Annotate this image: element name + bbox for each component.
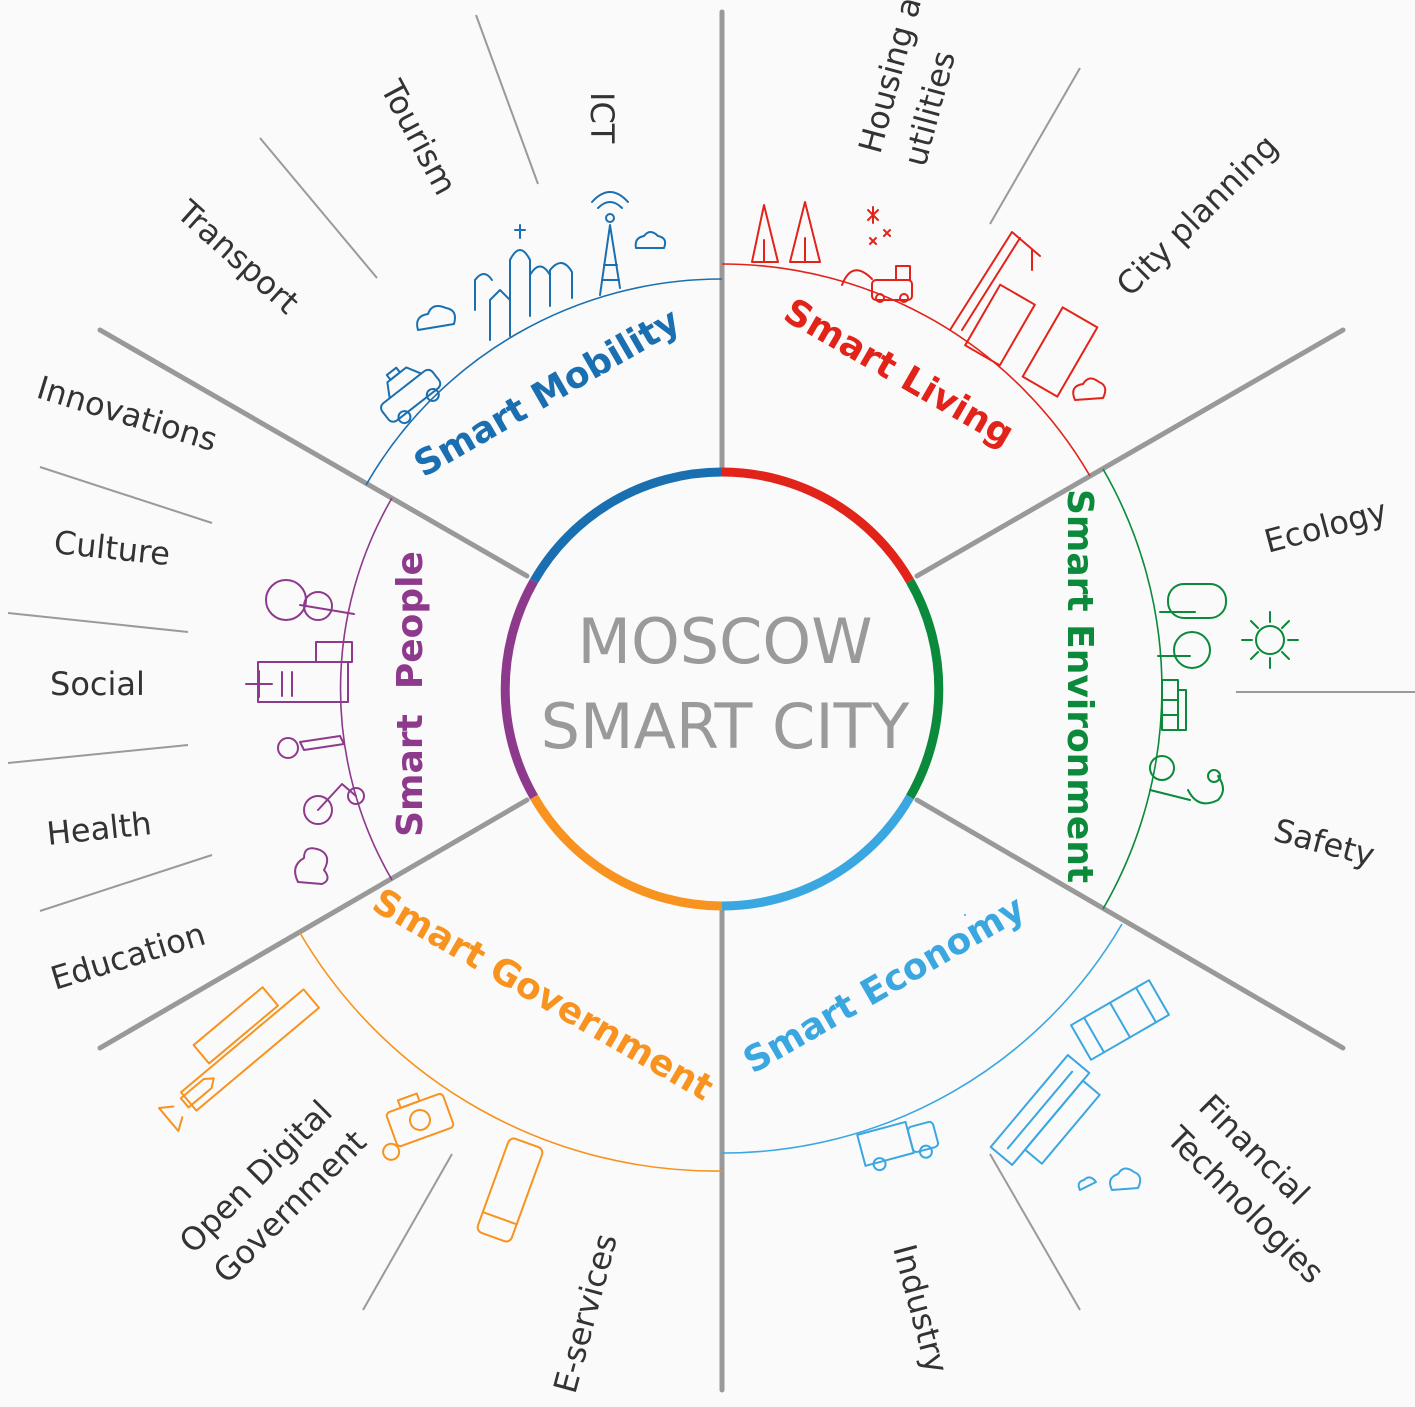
economy-icons [856, 979, 1170, 1191]
trees-icon [751, 201, 821, 263]
divider-social-health [7, 744, 189, 764]
label-transport: Transport [169, 192, 307, 321]
outer-arc-living [721, 263, 1091, 477]
label-health: Health [45, 804, 153, 853]
cathedral-icon [474, 224, 573, 341]
hospital-icon [245, 641, 353, 703]
divider-ict-tourism [475, 14, 539, 185]
tree-icon [1157, 583, 1227, 669]
crane-icon [949, 231, 1041, 331]
sector-title-government: Smart Government [366, 881, 720, 1109]
cyclist-icon [277, 735, 365, 825]
divider-top-right [914, 327, 1346, 579]
phone-icon [476, 1137, 544, 1243]
sector-title-economy: Smart Economy [737, 888, 1032, 1082]
flag-icon [158, 986, 320, 1133]
label-social: Social [50, 665, 145, 703]
living-icons [751, 201, 1107, 401]
sector-title-mobility: Smart Mobility [407, 300, 687, 485]
label-city-planning: City planning [1109, 127, 1286, 304]
snowplow-icon [841, 265, 913, 303]
buildings-icon [964, 283, 1107, 401]
divider-culture-social [7, 612, 189, 633]
label-eservices: E-services [546, 1230, 625, 1397]
cloud-icon [416, 231, 667, 331]
factory-icon [1070, 979, 1170, 1061]
outer-arc-environment [1102, 468, 1163, 910]
sector-title-living: Smart Living [777, 291, 1021, 455]
outer-arc-mobility [365, 278, 723, 486]
ring-arc-government [530, 794, 723, 911]
sector-dividers [97, 9, 1346, 1393]
people-icons [245, 579, 365, 885]
sun-icon [1241, 611, 1299, 669]
sector-title-people: Smart People [390, 551, 431, 837]
ring-arc-living [721, 467, 914, 584]
label-tourism: Tourism [372, 73, 464, 201]
label-safety: Safety [1270, 811, 1379, 874]
divider-fintech-industry [989, 1153, 1081, 1311]
bench-icon [1161, 679, 1187, 731]
divider-bottom-left [97, 797, 530, 1051]
category-dividers [7, 14, 1415, 1311]
outer-arcs [299, 263, 1163, 1172]
ring-arc-economy [721, 794, 914, 911]
sector-title-environment: Smart Environment [1059, 489, 1100, 883]
decorative-dot [964, 914, 966, 916]
ring-arc-people [500, 578, 538, 800]
center-title-line1: MOSCOW [577, 605, 872, 678]
divider-innovations-culture [39, 466, 213, 524]
tree-icon [265, 579, 355, 621]
label-culture: Culture [52, 523, 172, 573]
cloud-icon [294, 847, 329, 885]
snowflake-icon [867, 206, 891, 245]
label-ict: ICT [583, 92, 621, 144]
divider-health-education [39, 854, 213, 912]
skyscraper-icon [989, 1054, 1101, 1166]
outer-arc-people [339, 497, 393, 881]
divider-top-left [97, 327, 530, 579]
taxi-icon [380, 366, 442, 425]
pen-icon [179, 1077, 215, 1109]
ring-arc-environment [906, 578, 944, 800]
truck-icon [856, 1120, 940, 1172]
center-ring [500, 467, 944, 911]
outer-arc-economy [721, 923, 1123, 1154]
divider-bottom-right [914, 797, 1346, 1051]
face-icon [1149, 755, 1224, 805]
divider-housing-city [989, 67, 1081, 225]
divider-tourism-transport [259, 137, 378, 279]
radio-tower-icon [591, 191, 629, 296]
outer-arc-government [299, 932, 723, 1172]
cloud-icon [1077, 1167, 1142, 1191]
label-industry: Industry [885, 1240, 956, 1377]
camera-icon [382, 1092, 455, 1161]
label-ecology: Ecology [1260, 492, 1391, 561]
government-icons [158, 986, 544, 1243]
ring-arc-mobility [530, 467, 723, 584]
label-education: Education [46, 915, 209, 998]
mobility-icons [380, 191, 667, 425]
center-title-line2: SMART CITY [541, 690, 910, 763]
divider-eservices-odg [362, 1153, 453, 1311]
environment-icons [1149, 583, 1299, 805]
